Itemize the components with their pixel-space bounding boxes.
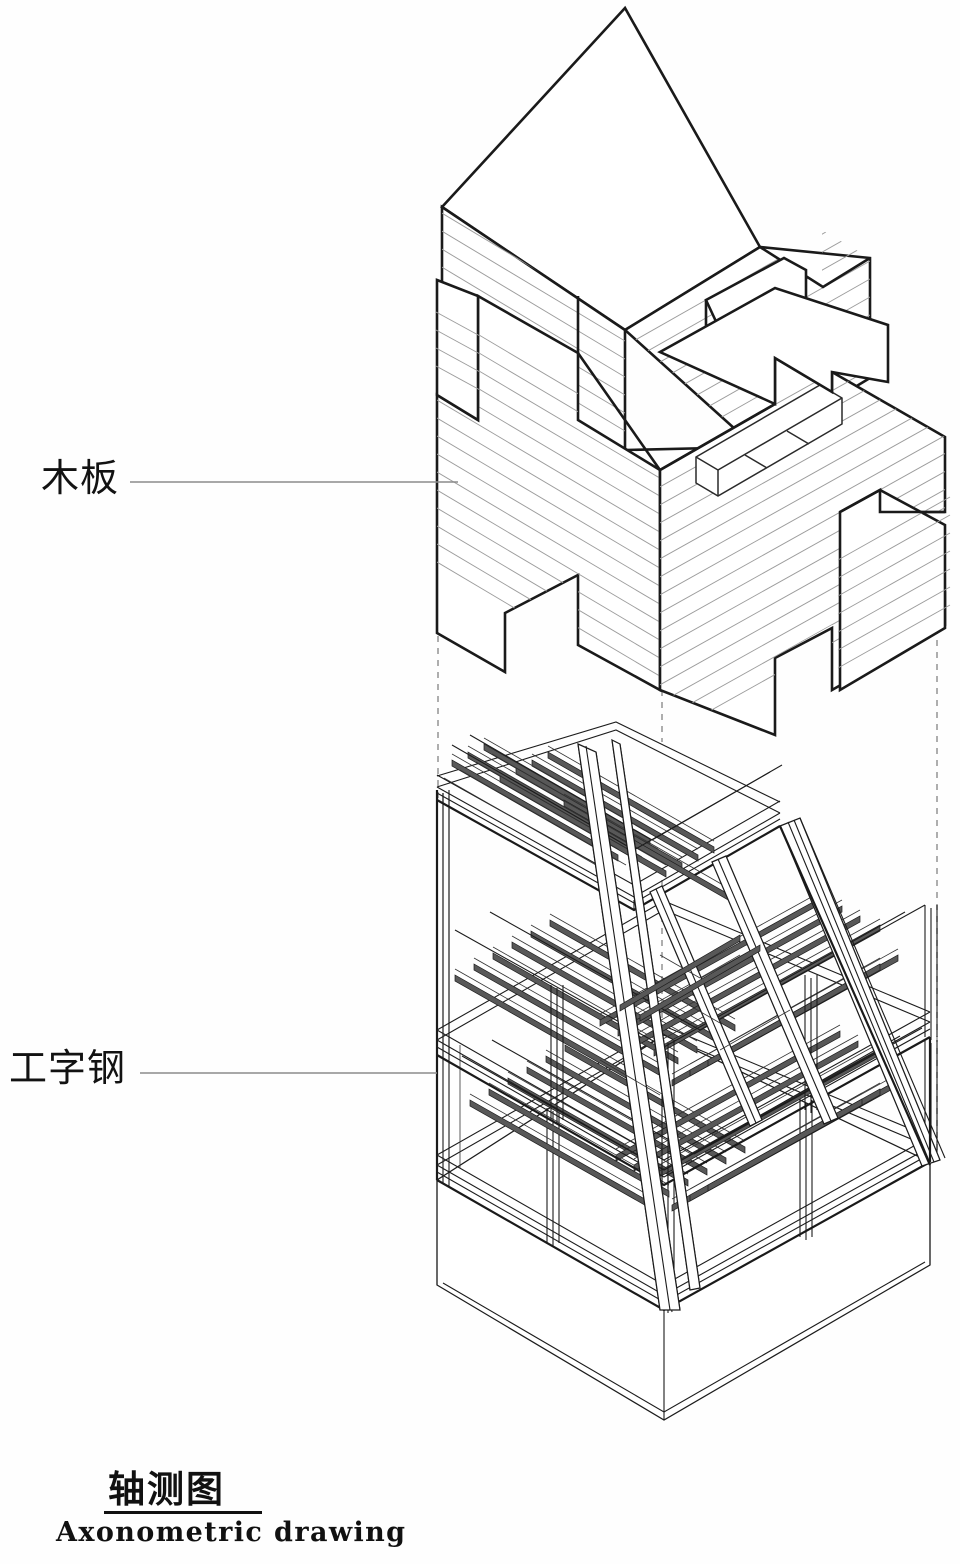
steel-frame-edge-beams — [435, 790, 932, 1180]
steel-frame-detail-beams — [599, 934, 791, 1096]
upper-deck-joists — [443, 737, 731, 902]
steel-frame — [435, 721, 946, 1421]
lower-wood-volume — [435, 278, 951, 737]
title-english: Axonometric drawing — [56, 1516, 407, 1548]
lower-volume-ridge — [576, 352, 776, 472]
annotation-label-wood: 木板 — [41, 456, 120, 500]
steel-frame-upper-deck — [436, 721, 783, 912]
leader-lines — [130, 481, 458, 1074]
lower-volume-wing-planks — [837, 496, 951, 669]
title-underline — [104, 1510, 262, 1514]
annotation-label-steel: 工字钢 — [9, 1046, 127, 1090]
steel-frame-inclined-struts — [577, 738, 946, 1313]
lower-volume-right-wing — [838, 488, 947, 693]
lower-volume-left-notch-flap — [435, 278, 480, 423]
lower-volume-upper-right-flap — [657, 286, 890, 407]
title-chinese: 轴测图 — [108, 1467, 225, 1511]
lower-volume-wing-notch — [839, 487, 945, 514]
lower-volume-left-notch-planks — [435, 311, 481, 391]
lower-volume-ribbon-window — [695, 384, 843, 497]
projection-lines — [437, 612, 938, 1310]
title-block: 轴测图 Axonometric drawing — [30, 1467, 407, 1548]
